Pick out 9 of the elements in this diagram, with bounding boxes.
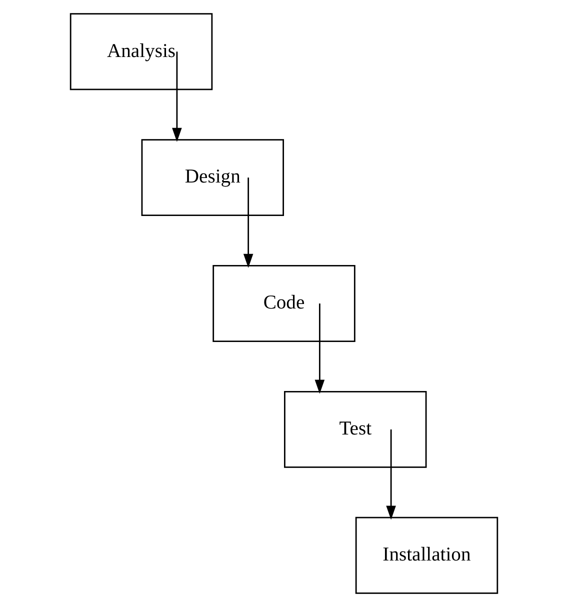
node-box: Analysis: [70, 13, 213, 90]
node-box: Design: [141, 139, 284, 216]
arrow: [243, 178, 254, 268]
arrow: [314, 304, 325, 394]
arrow: [172, 52, 182, 142]
arrow: [386, 429, 396, 520]
node-box: Installation: [355, 516, 498, 594]
node-box: Test: [284, 390, 427, 468]
node-box: Code: [212, 265, 356, 342]
